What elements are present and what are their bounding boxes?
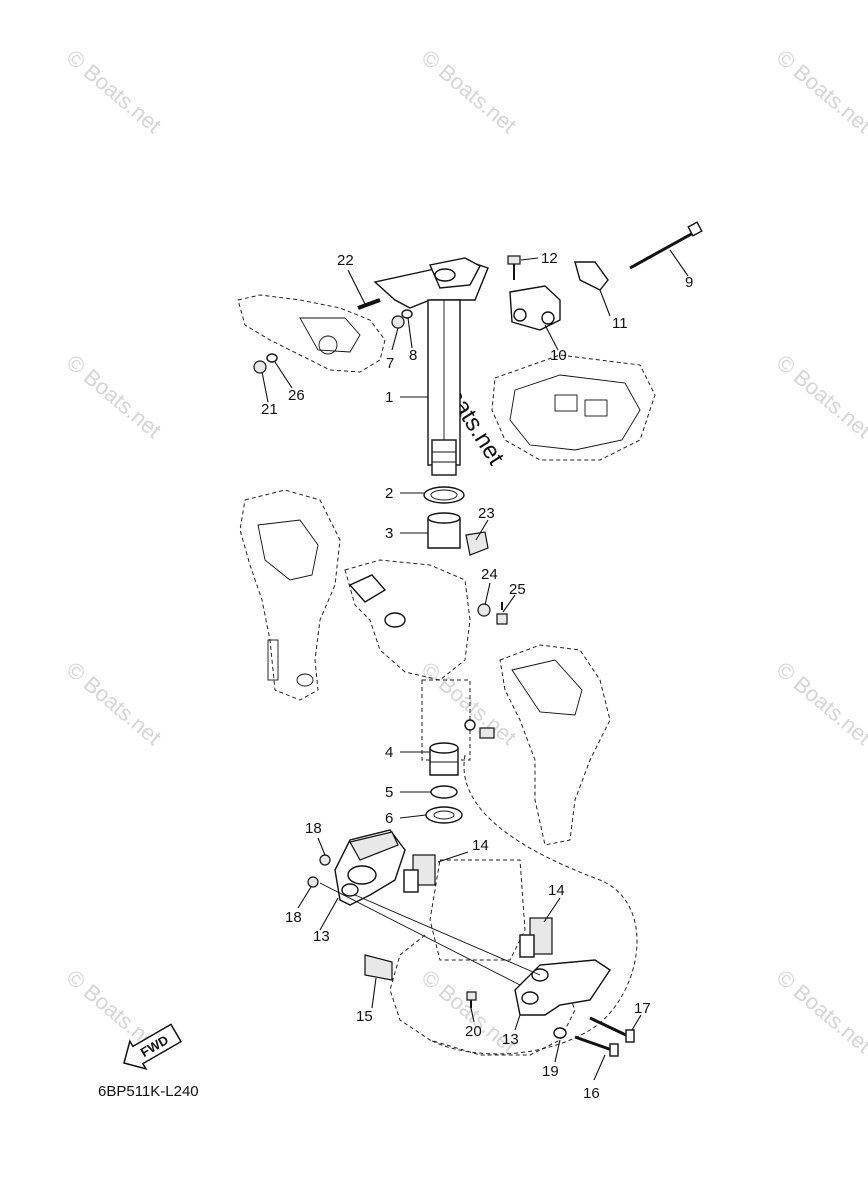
callout-20: 20 bbox=[465, 1023, 482, 1040]
callout-13: 13 bbox=[502, 1031, 519, 1048]
callout-12: 12 bbox=[541, 250, 558, 267]
callout-8: 8 bbox=[409, 347, 417, 364]
callout-25: 25 bbox=[509, 581, 526, 598]
assembly-line bbox=[354, 894, 541, 976]
callout-21: 21 bbox=[261, 401, 278, 418]
leader-lines bbox=[261, 249, 689, 1081]
part-14-rubber-block bbox=[403, 854, 436, 893]
part-12-bolt bbox=[507, 255, 521, 280]
callout-18: 18 bbox=[285, 909, 302, 926]
part-22-stud bbox=[357, 298, 381, 310]
watermark: © Boats.net bbox=[772, 657, 868, 750]
callout-15: 15 bbox=[356, 1008, 373, 1025]
part-8-washer bbox=[401, 309, 413, 319]
watermark: © Boats.net bbox=[772, 45, 868, 138]
callout-18: 18 bbox=[305, 820, 322, 837]
part-14-rubber-block bbox=[519, 917, 553, 958]
part-18-nut bbox=[319, 854, 331, 866]
part-6-seal bbox=[425, 806, 463, 824]
part-2-ring bbox=[423, 486, 465, 504]
part-10-bracket bbox=[509, 285, 561, 331]
part-24-nut bbox=[477, 603, 491, 617]
callout-14: 14 bbox=[472, 837, 489, 854]
callout-22: 22 bbox=[337, 252, 354, 269]
part-15-block bbox=[364, 954, 393, 981]
part-16-bolt bbox=[574, 1035, 619, 1057]
part-1-steering-shaft bbox=[373, 257, 489, 476]
callout-9: 9 bbox=[685, 274, 693, 291]
part-2-ring-inner bbox=[430, 489, 458, 501]
part-23-clip bbox=[465, 531, 489, 556]
part-5-o-ring bbox=[430, 785, 458, 799]
fitting bbox=[479, 727, 495, 739]
ghost-context-parts bbox=[237, 294, 656, 1056]
watermark: © Boats.net bbox=[62, 657, 166, 750]
part-13-lower-mount bbox=[514, 959, 611, 1016]
callout-26: 26 bbox=[288, 387, 305, 404]
part-20-screw bbox=[466, 991, 477, 1008]
callout-1: 1 bbox=[385, 389, 393, 406]
callout-5: 5 bbox=[385, 784, 393, 801]
part-17-bolt bbox=[589, 1016, 635, 1043]
callout-2: 2 bbox=[385, 485, 393, 502]
watermark: © Boats.net bbox=[772, 350, 868, 443]
part-25-bolt bbox=[496, 602, 508, 625]
part-9-long-bolt bbox=[629, 221, 703, 270]
part-3-bushing bbox=[427, 512, 461, 549]
callout-24: 24 bbox=[481, 566, 498, 583]
part-19-washer bbox=[553, 1027, 567, 1039]
part-21-nut bbox=[253, 360, 267, 374]
callout-16: 16 bbox=[583, 1085, 600, 1102]
part-18-nut bbox=[307, 876, 319, 888]
fitting bbox=[464, 719, 476, 731]
callout-labels: 1 2 3 4 5 6 7 8 9 10 11 12 13 13 14 14 1… bbox=[261, 250, 693, 1102]
callout-7: 7 bbox=[386, 355, 394, 372]
watermark: © Boats.net bbox=[62, 45, 166, 138]
callout-19: 19 bbox=[542, 1063, 559, 1080]
callout-11: 11 bbox=[612, 315, 628, 332]
callout-13: 13 bbox=[313, 928, 330, 945]
watermark: © Boats.net bbox=[417, 45, 521, 138]
assembly-line bbox=[319, 882, 521, 986]
watermark: © Boats.net bbox=[417, 657, 521, 750]
watermarks: © Boats.net © Boats.net © Boats.net © Bo… bbox=[62, 45, 868, 1058]
part-26-washer bbox=[266, 353, 278, 363]
part-11-plate bbox=[574, 261, 609, 291]
callout-14: 14 bbox=[548, 882, 565, 899]
callout-10: 10 bbox=[550, 347, 567, 364]
diagram-code: 6BP511K-L240 bbox=[98, 1083, 199, 1100]
callout-23: 23 bbox=[478, 505, 495, 522]
callout-6: 6 bbox=[385, 810, 393, 827]
part-4-bushing bbox=[429, 742, 459, 776]
part-7-nut bbox=[391, 315, 405, 329]
watermark: © Boats.net bbox=[772, 965, 868, 1058]
callout-4: 4 bbox=[385, 744, 393, 761]
part-13-upper-mount bbox=[334, 829, 406, 906]
callout-3: 3 bbox=[385, 525, 393, 542]
watermark: © Boats.net bbox=[62, 350, 166, 443]
callout-17: 17 bbox=[634, 1000, 651, 1017]
